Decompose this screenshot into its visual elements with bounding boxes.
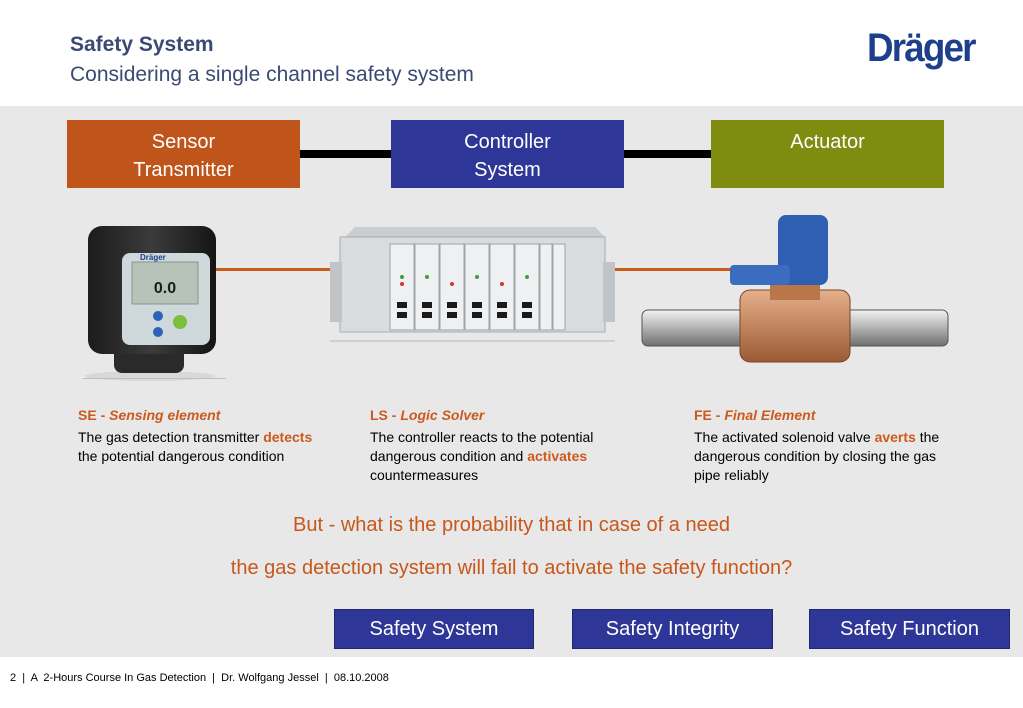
page-subtitle: Considering a single channel safety syst… <box>70 63 474 86</box>
sensor-box-line2: Transmitter <box>133 159 234 181</box>
gas-detector-image: 0.0 Dräger <box>85 226 216 381</box>
orange-line-controller-valve <box>608 268 733 271</box>
ls-text-post: countermeasures <box>370 467 479 483</box>
controller-box-line1: Controller <box>464 131 551 153</box>
slide-footer: 2 | A 2-Hours Course In Gas Detection | … <box>0 657 1023 708</box>
ls-name: Logic Solver <box>400 407 485 423</box>
caption-fe-title: FE - Final Element <box>694 406 954 425</box>
display-reading: 0.0 <box>154 280 176 297</box>
caption-fe-body: The activated solenoid valve averts the … <box>694 428 954 485</box>
caption-sensing-element: SE - Sensing element The gas detection t… <box>78 406 318 466</box>
se-text-post: the potential dangerous condition <box>78 448 285 464</box>
caption-logic-solver: LS - Logic Solver The controller reacts … <box>370 406 635 485</box>
se-text-highlight: detects <box>263 429 313 445</box>
safety-function-button[interactable]: Safety Function <box>809 609 1010 649</box>
orange-line-sensor-controller <box>215 268 335 271</box>
controller-box-line2: System <box>474 159 541 181</box>
fe-name: Final Element <box>724 407 816 423</box>
page-title: Safety System <box>70 33 214 56</box>
sensor-box-line1: Sensor <box>151 131 216 153</box>
actuator-box: Actuator <box>711 120 944 188</box>
question-line-2: the gas detection system will fail to ac… <box>230 557 793 579</box>
fe-text-highlight: averts <box>874 429 916 445</box>
slide-body <box>0 106 1023 657</box>
detector-base-line <box>83 378 226 379</box>
connector-controller-actuator <box>624 150 711 158</box>
connector-sensor-controller <box>300 150 391 158</box>
caption-ls-body: The controller reacts to the potential d… <box>370 428 635 485</box>
ls-abbr: LS - <box>370 407 401 423</box>
question-line-1: But - what is the probability that in ca… <box>293 514 730 536</box>
caption-se-title: SE - Sensing element <box>78 406 318 425</box>
detector-brand-text: Dräger <box>140 253 166 262</box>
drager-logo: Dräger <box>867 26 976 70</box>
ls-text-highlight: activates <box>527 448 588 464</box>
caption-se-body: The gas detection transmitter detects th… <box>78 428 318 466</box>
se-text-pre: The gas detection transmitter <box>78 429 264 445</box>
se-name: Sensing element <box>109 407 221 423</box>
slide-header: Safety System Considering a single chann… <box>0 0 1023 105</box>
safety-system-button[interactable]: Safety System <box>334 609 534 649</box>
caption-final-element: FE - Final Element The activated solenoi… <box>694 406 954 485</box>
fe-text-pre: The activated solenoid valve <box>694 429 875 445</box>
actuator-box-line1: Actuator <box>790 131 865 153</box>
safety-integrity-button[interactable]: Safety Integrity <box>572 609 773 649</box>
footer-text: 2 | A 2-Hours Course In Gas Detection | … <box>10 672 389 684</box>
fe-text-post: the dangerous condition by closing the g… <box>694 429 940 483</box>
ls-text-pre: The controller reacts to the potential d… <box>370 429 594 464</box>
se-abbr: SE - <box>78 407 110 423</box>
caption-ls-title: LS - Logic Solver <box>370 406 635 425</box>
solenoid-valve-image <box>641 215 949 363</box>
controller-rack-image <box>330 227 615 342</box>
fe-abbr: FE - <box>694 407 725 423</box>
